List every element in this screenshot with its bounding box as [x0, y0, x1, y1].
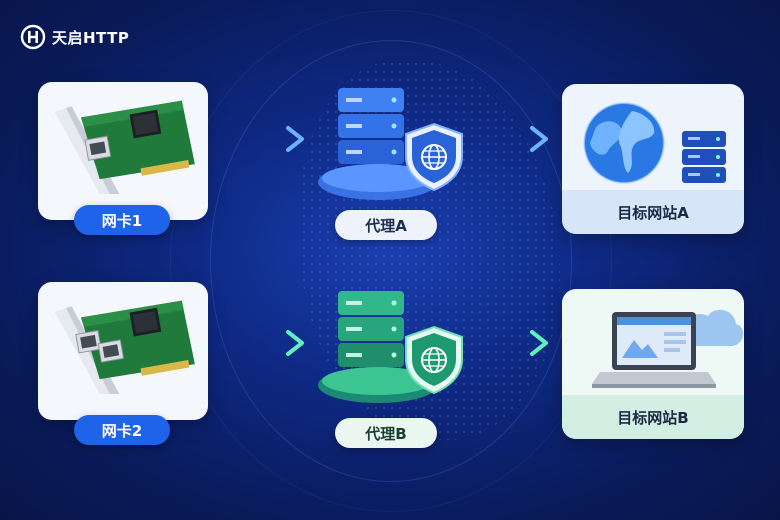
brand-name: 天启HTTP — [52, 28, 130, 47]
nic2-card — [38, 282, 208, 420]
arrow-right-icon — [474, 330, 548, 356]
site-b-card: 目标网站B — [562, 289, 744, 439]
site-a-label: 目标网站A — [562, 190, 744, 234]
nic1-card — [38, 82, 208, 220]
nic2-label: 网卡2 — [74, 415, 170, 445]
arrow-right-icon — [474, 126, 548, 152]
server-icon — [338, 88, 404, 164]
proxy-b-server — [318, 291, 463, 403]
site-b-label: 目标网站B — [562, 395, 744, 439]
brand-logo-icon — [20, 24, 46, 50]
proxy-a-server — [318, 88, 463, 200]
laptop-icon — [592, 312, 716, 388]
brand-logo: 天启HTTP — [20, 24, 129, 50]
server-icon — [682, 131, 726, 183]
shield-globe-icon — [405, 122, 463, 192]
arrow-right-icon — [222, 330, 304, 356]
site-a-card: 目标网站A — [562, 84, 744, 234]
background-ring-inner — [210, 40, 572, 482]
site-a-illustration — [583, 102, 726, 184]
proxy-b-label: 代理B — [335, 418, 437, 448]
network-card-icon — [54, 100, 195, 194]
shield-globe-icon — [405, 325, 463, 395]
server-icon — [338, 291, 404, 367]
background-ring-outer — [170, 10, 612, 512]
globe-icon — [583, 102, 665, 184]
proxy-a-label: 代理A — [335, 210, 437, 240]
nic1-label: 网卡1 — [74, 205, 170, 235]
arrow-right-icon — [222, 126, 304, 152]
network-card-icon — [54, 300, 195, 394]
site-b-illustration — [592, 309, 744, 388]
